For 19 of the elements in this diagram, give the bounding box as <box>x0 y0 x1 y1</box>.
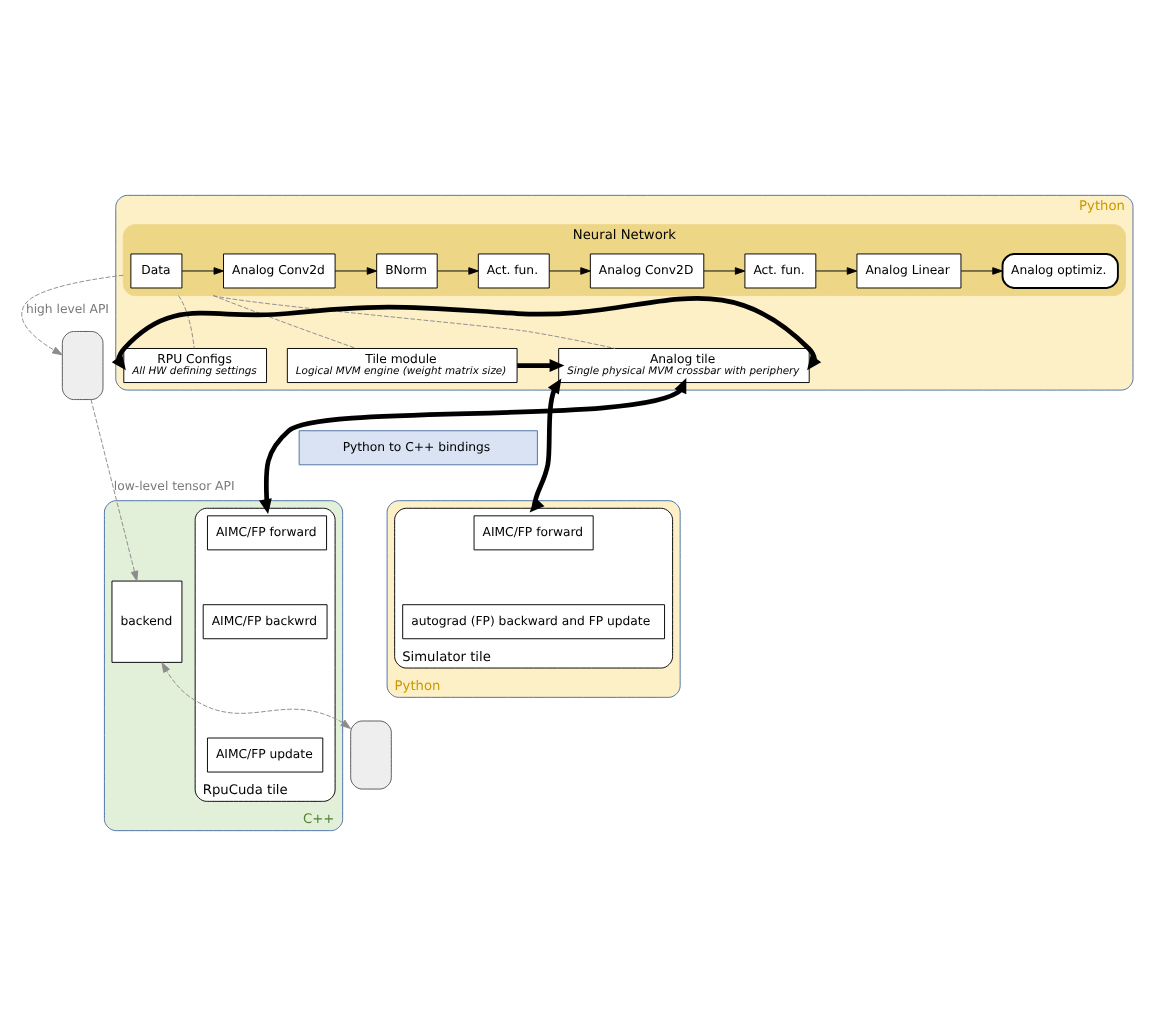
arrow <box>703 267 746 275</box>
node-box <box>61 331 104 401</box>
connector <box>178 295 195 349</box>
arrow <box>259 378 687 515</box>
arrow <box>517 359 565 373</box>
arrow <box>436 267 479 275</box>
node-box <box>350 720 392 790</box>
arrow <box>90 399 139 582</box>
arrow <box>111 296 822 371</box>
arrow <box>161 662 351 729</box>
arrow <box>960 267 1003 275</box>
arrow <box>21 274 124 356</box>
arrow <box>815 267 858 275</box>
arrow <box>548 267 591 275</box>
connector <box>212 295 357 349</box>
arrow <box>181 267 224 275</box>
arrow <box>334 267 378 275</box>
connector <box>212 295 616 349</box>
arrow <box>529 378 562 513</box>
